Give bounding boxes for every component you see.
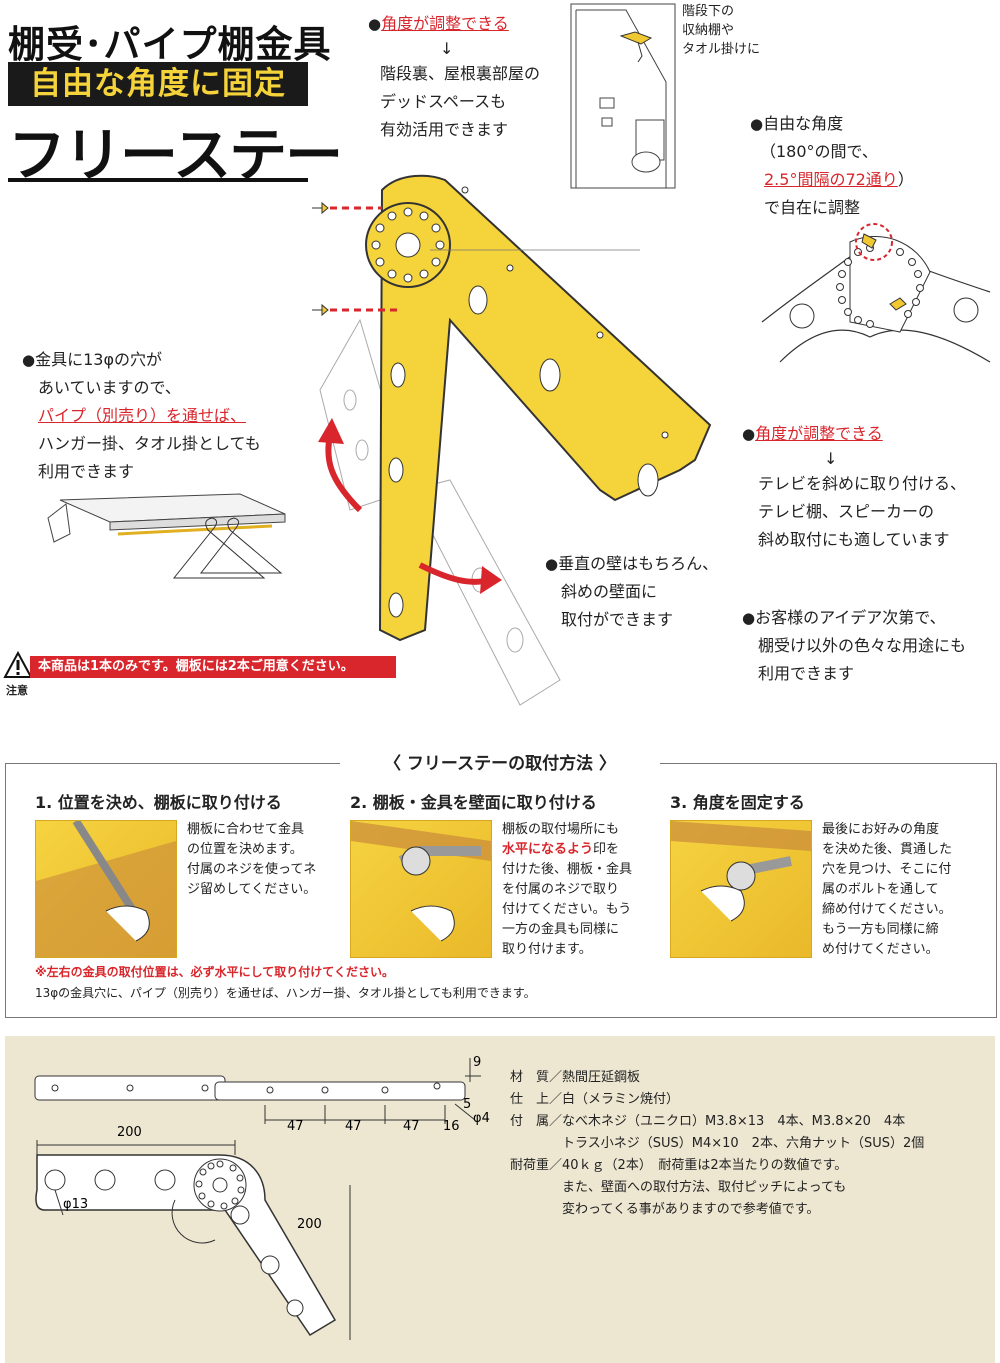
product-subtitle: 棚受･パイプ棚金具: [8, 23, 332, 66]
dim-47c: 47: [403, 1119, 420, 1134]
step-1-line: ジ留めしてください。: [187, 882, 317, 897]
dim-phi13: φ13: [63, 1197, 88, 1212]
step-1-text: 棚板に合わせて金具 の位置を決めます。 付属のネジを使ってネ ジ留めしてください…: [187, 820, 316, 900]
callout-top: ●角度が調整できる ↓ 階段裏、屋根裏部屋の デッドスペースも 有効活用できます: [368, 10, 540, 144]
arrow-down-icon: ↓: [440, 39, 454, 58]
callout-angle-line: で自在に調整: [764, 198, 861, 217]
callout-angle-line: 自由な角度: [763, 114, 844, 133]
dim-phi4: φ4: [473, 1111, 490, 1126]
callout-top-head: 角度が調整できる: [381, 14, 509, 33]
step-3-line: 最後にお好みの角度: [822, 822, 940, 837]
spec-line: 仕 上／白（メラミン焼付）: [510, 1092, 680, 1107]
dim-16: 16: [443, 1119, 460, 1134]
callout-pipe-line: 金具に13φの穴が: [35, 350, 163, 369]
callout-pipe: ●金具に13φの穴が あいていますので、 パイプ（別売り）を通せば、 ハンガー掛…: [22, 346, 261, 486]
step-2-line: を付属のネジで取り: [502, 882, 620, 897]
spec-line: また、壁面への取付方法、取付ピッチによっても: [510, 1180, 847, 1195]
step-1-heading: 1. 位置を決め、棚板に取り付ける: [35, 793, 282, 812]
photo-caption-line: 階段下の: [682, 4, 735, 19]
step-2-line: 印を: [593, 842, 620, 857]
spec-line: 耐荷重／40ｋｇ（2本） 耐荷重は2本当たりの数値です。: [510, 1158, 848, 1173]
step-3-line: を決めた後、貫通した: [822, 842, 953, 857]
step-2-highlight: 水平になるよう: [502, 842, 594, 857]
step-2-line: 取り付けます。: [502, 942, 592, 957]
photo-caption-line: タオル掛けに: [682, 42, 761, 57]
step-3-photo: [670, 820, 812, 958]
step-3-heading: 3. 角度を固定する: [670, 793, 805, 812]
callout-tv-line: 斜め取付にも適しています: [758, 530, 950, 549]
step-3-line: め付けてください。: [822, 942, 939, 957]
step-2-line: 付けてください。もう: [502, 902, 632, 917]
callout-angle-line: ）: [897, 170, 914, 189]
step-2-photo: [350, 820, 492, 958]
step-3-line: もう一方も同様に締: [822, 922, 939, 937]
callout-tv-head: 角度が調整できる: [755, 424, 883, 443]
spec-text: 材 質／熱間圧延鋼板 仕 上／白（メラミン焼付） 付 属／なべ木ネジ（ユニクロ）…: [510, 1067, 924, 1221]
callout-idea-line: お客様のアイデア次第で、: [755, 608, 946, 627]
spec-line: 付 属／なべ木ネジ（ユニクロ）M3.8×13 4本、M3.8×20 4本: [510, 1114, 906, 1129]
callout-pipe-line: あいていますので、: [38, 378, 181, 397]
callout-angle: ●自由な角度 （180°の間で、 2.5°間隔の72通り） で自在に調整: [750, 110, 914, 222]
photo-caption: 階段下の 収納棚や タオル掛けに: [682, 2, 760, 59]
dim-9: 9: [473, 1055, 481, 1070]
dim-47a: 47: [287, 1119, 304, 1134]
dim-200b: 200: [297, 1217, 322, 1232]
step-1-photo: [35, 820, 177, 958]
callout-tv: ●角度が調整できる ↓ テレビを斜めに取り付ける、 テレビ棚、スピーカーの 斜め…: [742, 420, 966, 554]
callout-top-line: デッドスペースも: [380, 92, 507, 111]
shelf-hanger-illustration: [47, 493, 286, 579]
warning-banner: 本商品は1本のみです。棚板には2本ご用意ください。: [30, 656, 396, 678]
howto-note: 13φの金具穴に、パイプ（別売り）を通せば、ハンガー掛、タオル掛としても利用でき…: [35, 986, 536, 1000]
spec-line: トラス小ネジ（SUS）M4×10 2本、六角ナット（SUS）2個: [510, 1136, 925, 1151]
step-3-line: 属のボルトを通して: [822, 882, 939, 897]
product-title: フリーステー: [8, 121, 343, 189]
dim-200a: 200: [117, 1125, 142, 1140]
step-3-text: 最後にお好みの角度 を決めた後、貫通した 穴を見つけ、そこに付 属のボルトを通し…: [822, 820, 952, 960]
callout-wall-line: 垂直の壁はもちろん、: [558, 554, 719, 573]
product-tagline: 自由な角度に固定: [8, 62, 308, 106]
callout-angle-line: （180°の間で、: [760, 142, 878, 161]
step-3-line: 締め付けてください。: [822, 902, 952, 917]
step-1-line: 付属のネジを使ってネ: [187, 862, 317, 877]
stair-room-illustration: [570, 3, 676, 189]
arrow-down-icon: ↓: [824, 449, 838, 468]
step-2-text: 棚板の取付場所にも 水平になるよう印を 付けた後、棚板・金具 を付属のネジで取り…: [502, 820, 632, 960]
photo-caption-line: 収納棚や: [682, 23, 735, 38]
howto-title: 〈 フリーステーの取付方法 〉: [340, 749, 660, 774]
angle-detail-illustration: [761, 223, 991, 363]
dimension-drawing: 9 5 φ4 47 47 47 16 200 200 φ13: [34, 1055, 490, 1340]
bracket-main-illustration: [312, 174, 712, 706]
callout-top-line: 有効活用できます: [380, 120, 509, 139]
callout-tv-line: テレビ棚、スピーカーの: [758, 502, 935, 521]
callout-top-line: 階段裏、屋根裏部屋の: [380, 64, 541, 83]
step-2-line: 棚板の取付場所にも: [502, 822, 620, 837]
callout-wall: ●垂直の壁はもちろん、 斜めの壁面に 取付ができます: [545, 550, 718, 634]
dim-47b: 47: [345, 1119, 362, 1134]
step-3-line: 穴を見つけ、そこに付: [822, 862, 952, 877]
callout-wall-line: 斜めの壁面に: [561, 582, 658, 601]
step-2-heading: 2. 棚板・金具を壁面に取り付ける: [350, 793, 597, 812]
callout-pipe-line: 利用できます: [38, 462, 135, 481]
howto-note-red: ※左右の金具の取付位置は、必ず水平にして取り付けてください。: [35, 965, 394, 979]
dim-5: 5: [463, 1097, 471, 1112]
callout-angle-highlight: 2.5°間隔の72通り: [764, 170, 898, 189]
step-1-line: の位置を決めます。: [187, 842, 303, 857]
warning-label: 注意: [6, 684, 28, 697]
title-rule: [8, 178, 308, 182]
spec-line: 変わってくる事がありますので参考値です。: [510, 1202, 820, 1217]
callout-pipe-line: ハンガー掛、タオル掛としても: [38, 434, 261, 453]
warning-icon: [3, 651, 33, 678]
callout-idea-line: 利用できます: [758, 664, 855, 683]
step-1-line: 棚板に合わせて金具: [187, 822, 305, 837]
spec-line: 材 質／熱間圧延鋼板: [510, 1070, 641, 1085]
step-2-line: 付けた後、棚板・金具: [502, 862, 633, 877]
callout-tv-line: テレビを斜めに取り付ける、: [758, 474, 967, 493]
callout-idea-line: 棚受け以外の色々な用途にも: [758, 636, 967, 655]
step-2-line: 一方の金具も同様に: [502, 922, 620, 937]
callout-wall-line: 取付ができます: [561, 610, 674, 629]
callout-idea: ●お客様のアイデア次第で、 棚受け以外の色々な用途にも 利用できます: [742, 604, 966, 688]
callout-pipe-highlight: パイプ（別売り）を通せば、: [38, 406, 247, 425]
